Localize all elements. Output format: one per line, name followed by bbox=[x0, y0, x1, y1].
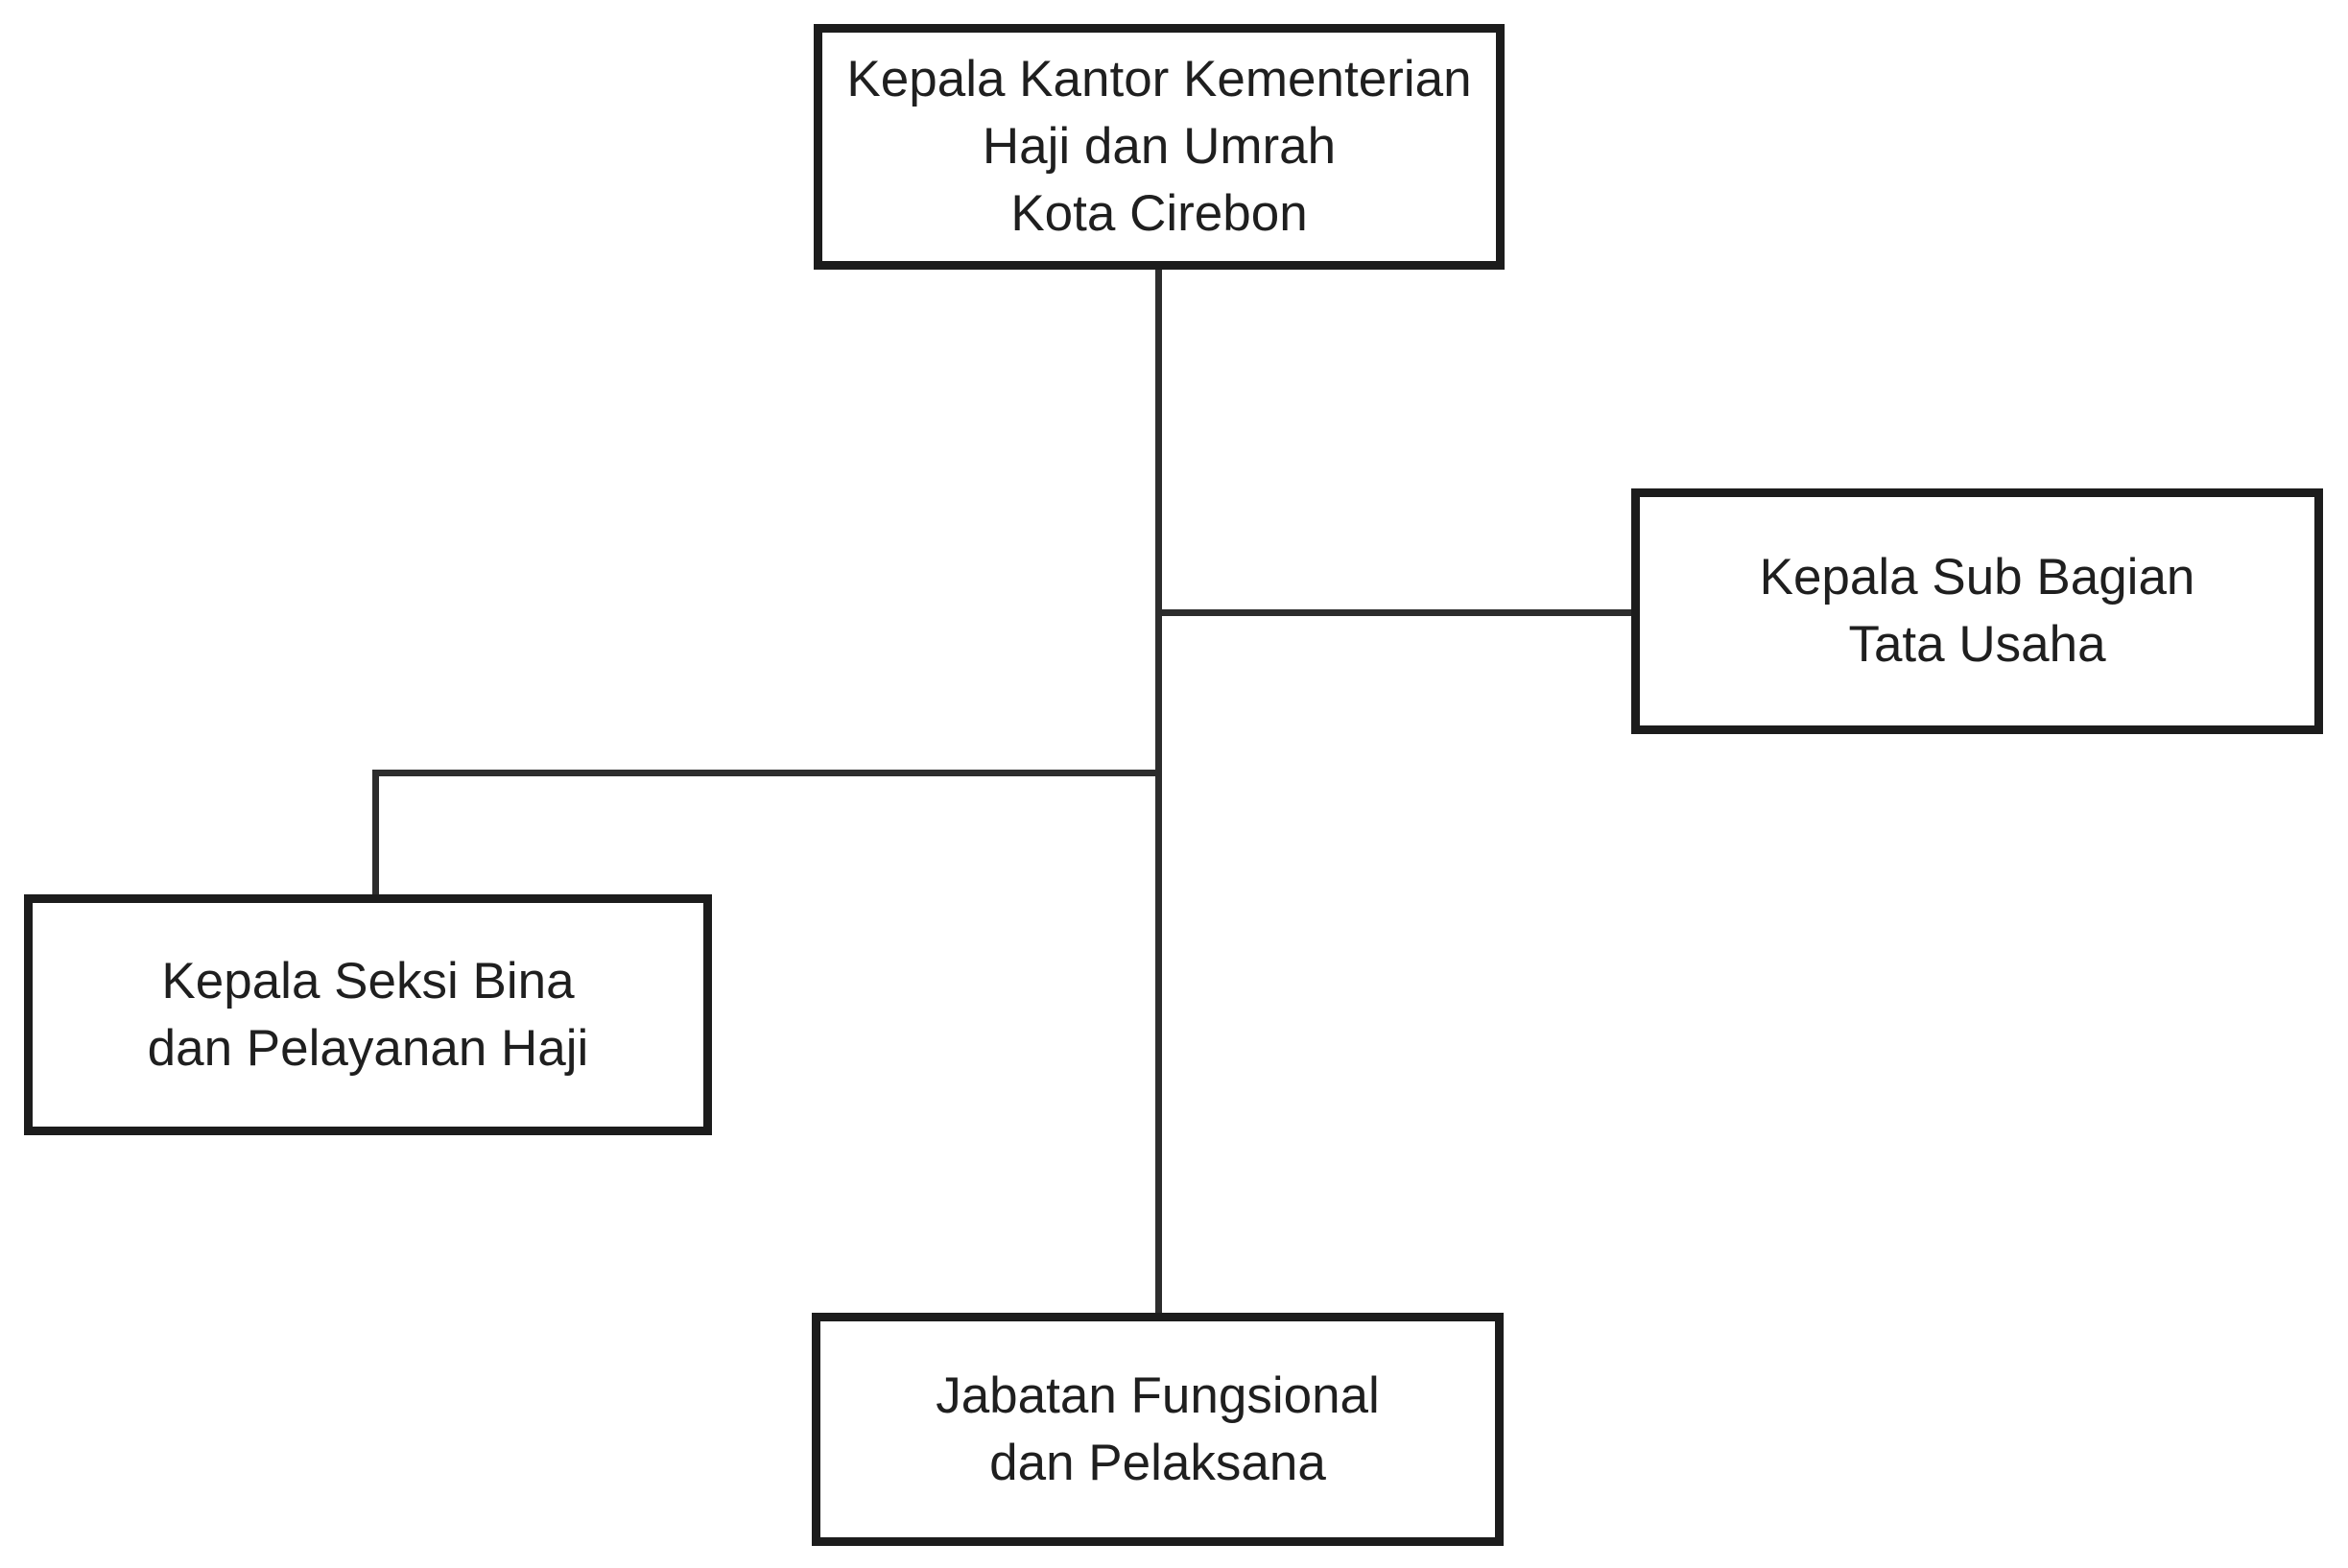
node-text-line: dan Pelayanan Haji bbox=[147, 1019, 589, 1077]
node-text-line: Kota Cirebon bbox=[1010, 185, 1308, 242]
connector-to-bina-haji-vertical bbox=[372, 770, 379, 894]
node-text-line: Jabatan Fungsional bbox=[936, 1366, 1380, 1424]
node-text-line: Haji dan Umrah bbox=[982, 118, 1337, 175]
node-text-line: dan Pelaksana bbox=[989, 1434, 1326, 1491]
connector-main-vertical-line bbox=[1155, 270, 1162, 1313]
node-kepala-sub-bagian-tata-usaha: Kepala Sub Bagian Tata Usaha bbox=[1631, 488, 2323, 734]
node-jabatan-fungsional-pelaksana: Jabatan Fungsional dan Pelaksana bbox=[812, 1313, 1504, 1546]
node-kepala-kantor-kementerian: Kepala Kantor Kementerian Haji dan Umrah… bbox=[814, 24, 1505, 270]
node-text-line: Tata Usaha bbox=[1848, 616, 2106, 673]
node-text-line: Kepala Sub Bagian bbox=[1759, 549, 2195, 606]
connector-to-bina-haji-horizontal bbox=[372, 770, 1162, 776]
node-text-line: Kepala Seksi Bina bbox=[161, 952, 575, 1010]
connector-to-tata-usaha bbox=[1158, 609, 1631, 616]
node-text-line: Kepala Kantor Kementerian bbox=[846, 51, 1472, 107]
node-kepala-seksi-bina-pelayanan-haji: Kepala Seksi Bina dan Pelayanan Haji bbox=[24, 894, 712, 1135]
